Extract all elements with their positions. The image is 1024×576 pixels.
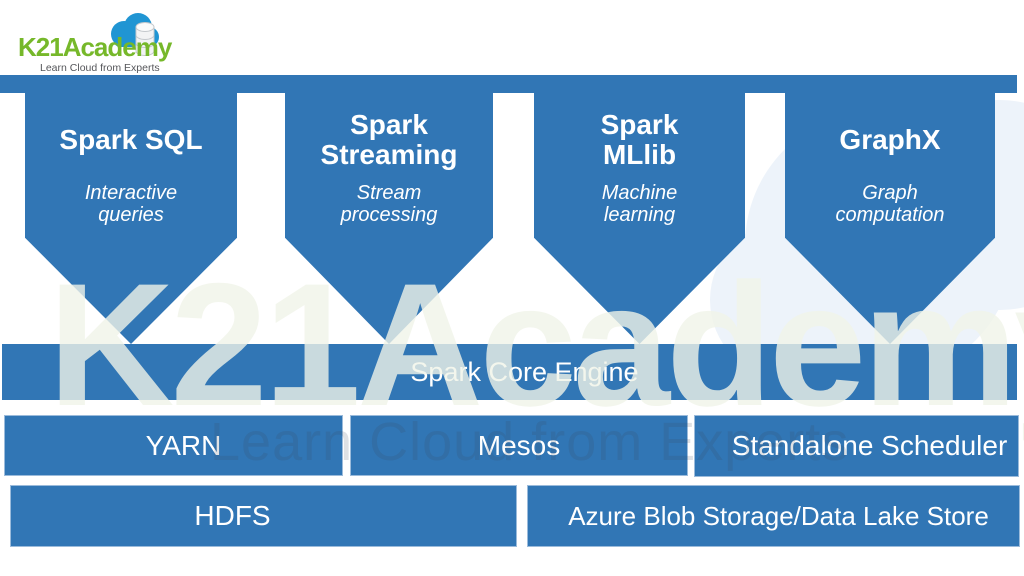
component-subtitle: Machine learning — [601, 182, 678, 226]
component-spark-mllib: Spark MLlib Machine learning — [534, 75, 745, 344]
component-spark-sql: Spark SQL Interactive queries — [25, 75, 237, 344]
mesos-label: Mesos — [477, 429, 561, 461]
box-standalone-scheduler: Standalone Scheduler — [694, 415, 1019, 477]
top-bar — [0, 75, 1017, 93]
component-title: Spark SQL — [59, 124, 203, 155]
yarn-label: YARN — [145, 429, 222, 461]
spark-core-engine-label: Spark Core Engine — [410, 356, 639, 387]
component-title: Spark Streaming — [320, 109, 458, 170]
component-title: Spark MLlib — [600, 109, 679, 170]
component-subtitle: Graph computation — [835, 182, 945, 226]
box-hdfs: HDFS — [10, 485, 517, 547]
spark-core-engine-bar: Spark Core Engine — [2, 344, 1017, 400]
standalone-scheduler-label: Standalone Scheduler — [731, 430, 1008, 461]
component-title: GraphX — [839, 124, 941, 155]
component-subtitle: Stream processing — [340, 182, 438, 226]
component-subtitle: Interactive queries — [84, 182, 178, 226]
box-azure-storage: Azure Blob Storage/Data Lake Store — [527, 485, 1020, 547]
logo-tagline: Learn Cloud from Experts — [40, 62, 160, 74]
box-mesos: Mesos — [350, 415, 688, 476]
component-spark-streaming: Spark Streaming Stream processing — [285, 75, 493, 344]
database-icon — [135, 22, 155, 56]
hdfs-label: HDFS — [194, 500, 271, 531]
k21academy-logo: K21Academy Learn Cloud from Experts — [16, 6, 186, 76]
box-yarn: YARN — [4, 415, 343, 476]
logo-brand-text: K21Academy — [18, 32, 172, 62]
azure-storage-label: Azure Blob Storage/Data Lake Store — [568, 500, 989, 531]
